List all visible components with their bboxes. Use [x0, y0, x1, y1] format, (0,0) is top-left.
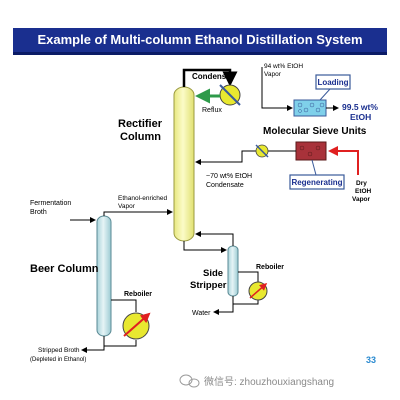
beer-reboiler-label: Reboiler: [124, 291, 152, 298]
condenser-label: Condenser: [192, 72, 234, 81]
sieve-regenerating-pattern: [299, 145, 321, 157]
vapor-line-to-sieve: [261, 67, 293, 111]
vapor-94-label-1: 94 wt% EtOH: [264, 63, 303, 70]
dry-vapor-label-3: Vapor: [352, 196, 371, 203]
rectifier-bottoms-line: [183, 241, 227, 253]
vapor-line-to-condenser: [182, 68, 238, 87]
page-title: Example of Multi-column Ethanol Distilla…: [37, 32, 363, 47]
stripped-broth-line: [81, 346, 105, 353]
fermentation-label-1: Fermentation: [30, 200, 71, 207]
side-stripper-label-1: Side: [203, 268, 223, 279]
loading-label-box: [315, 74, 351, 90]
sieve-loading-pattern: [297, 102, 325, 113]
watermark-text: 微信号: zhouzhouxiangshang: [204, 375, 334, 388]
loading-label: Loading: [317, 78, 348, 87]
molecular-sieve-label: Molecular Sieve Units: [263, 126, 367, 137]
dry-vapor-label-1: Dry: [356, 180, 367, 187]
reflux-label: Reflux: [202, 107, 222, 114]
beer-reboiler-loop: [103, 299, 137, 347]
valve-icon: [255, 144, 269, 158]
stripped-broth-label-2: (Depleted in Ethanol): [30, 357, 86, 363]
title-bar: Example of Multi-column Ethanol Distilla…: [13, 28, 387, 55]
regenerating-label: Regenerating: [291, 178, 342, 187]
water-line: [213, 304, 234, 315]
reboiler-icon: [248, 281, 268, 301]
beer-column: [96, 215, 112, 337]
side-stripper-label-2: Stripper: [190, 280, 227, 291]
water-label: Water: [192, 310, 211, 317]
rectifier-label-2: Column: [120, 131, 161, 143]
side-stripper: [227, 245, 239, 297]
condensate-label-2: Condensate: [206, 182, 244, 189]
stripped-broth-label-1: Stripped Broth: [38, 347, 80, 354]
dry-vapor-label-2: EtOH: [355, 188, 372, 195]
dry-vapor-arrow: [328, 146, 359, 175]
fermentation-label-2: Broth: [30, 209, 47, 216]
product-label-1: 99.5 wt%: [342, 102, 378, 112]
heat-exchanger-icon: [219, 84, 241, 106]
regenerating-label-box: [289, 174, 345, 190]
wechat-icon: [179, 374, 200, 388]
condensate-label-1: ~70 wt% EtOH: [206, 173, 252, 180]
side-stripper-return: [195, 231, 234, 246]
enriched-vapor-line: [103, 209, 173, 216]
product-label-2: EtOH: [350, 112, 371, 122]
side-reboiler-loop: [232, 271, 259, 305]
reboiler-icon: [122, 312, 151, 340]
page-number: 33: [366, 355, 376, 365]
loading-pointer: [319, 88, 331, 101]
sieve-regenerating: [295, 141, 327, 161]
rectifier-column: [173, 86, 195, 242]
condensate-line: [195, 150, 296, 165]
beer-column-label: Beer Column: [30, 263, 99, 275]
vapor-94-label-2: Vapor: [264, 71, 282, 78]
enriched-vapor-label-2: Vapor: [118, 203, 136, 210]
rectifier-label-1: Rectifier: [118, 118, 163, 130]
enriched-vapor-label-1: Ethanol-enriched: [118, 195, 168, 202]
sieve-loading: [293, 99, 327, 117]
side-reboiler-label: Reboiler: [256, 264, 284, 271]
regenerating-pointer: [311, 159, 317, 176]
